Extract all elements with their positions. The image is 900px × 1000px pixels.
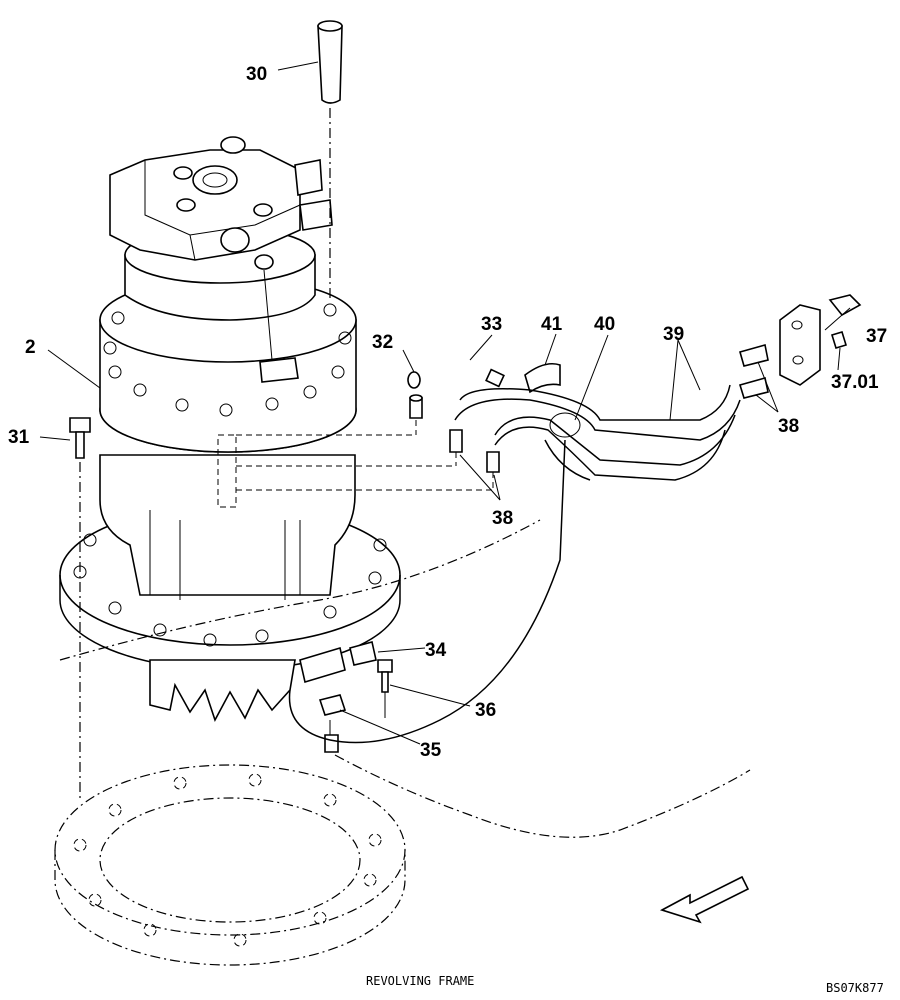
- callout-33: 33: [481, 314, 502, 335]
- fittings-part-34-35-36: [288, 439, 566, 753]
- callout-37: 37: [866, 326, 887, 347]
- fitting-part-32: [409, 394, 423, 419]
- callout-40: 40: [594, 314, 615, 335]
- callout-39: 39: [663, 324, 684, 345]
- callout-38-mid: 38: [492, 508, 513, 529]
- callout-35: 35: [420, 740, 442, 761]
- bolt-part-31: [69, 417, 91, 459]
- callout-36: 36: [475, 700, 496, 721]
- revolving-frame-ring: [54, 764, 406, 966]
- callout-30: 30: [246, 64, 267, 85]
- hoses-part-39-40: [454, 384, 741, 481]
- revolving-frame-caption: REVOLVING FRAME: [366, 974, 474, 988]
- callout-32: 32: [372, 332, 393, 353]
- direction-arrow-icon: [659, 875, 750, 924]
- clamp-part-41: [524, 362, 561, 394]
- connection-lines: [59, 420, 751, 838]
- callout-31: 31: [8, 427, 30, 448]
- leader-lines: [39, 61, 851, 745]
- drawing-code: BS07K877: [826, 981, 884, 995]
- callout-38-right: 38: [778, 416, 799, 437]
- callout-34: 34: [425, 640, 447, 661]
- hose-part-33: [407, 351, 505, 389]
- fittings-part-38-right: [738, 343, 769, 399]
- callout-41: 41: [541, 314, 563, 335]
- callout-37-01: 37.01: [831, 372, 879, 393]
- block-part-37: [779, 294, 862, 386]
- pin-part-30: [317, 20, 343, 104]
- fittings-part-38-mid: [449, 429, 500, 473]
- swing-motor-assembly: [59, 136, 401, 723]
- callout-2: 2: [25, 337, 36, 358]
